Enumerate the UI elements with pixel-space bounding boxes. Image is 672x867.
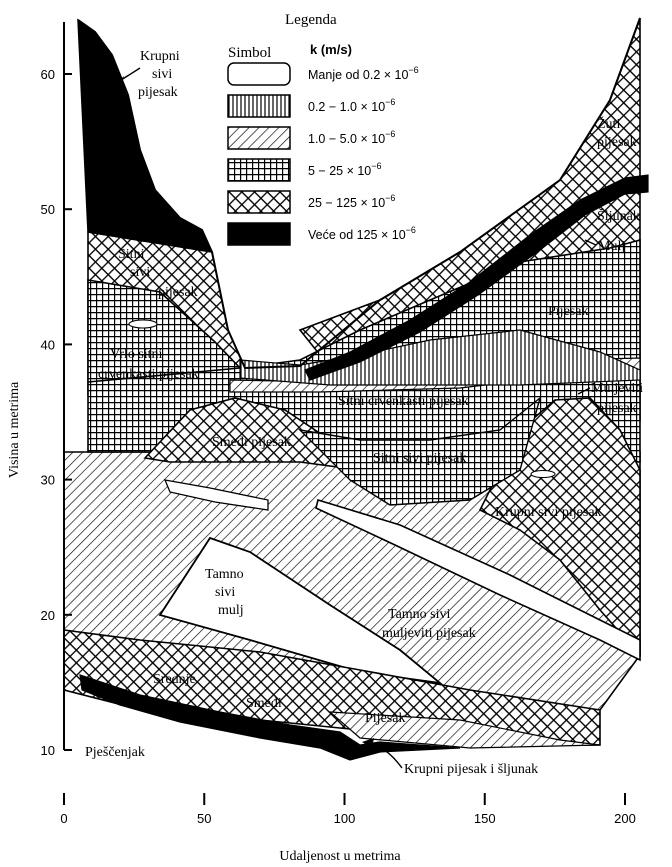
legend: Legenda Simbol k (m/s) Manje od 0.2 × 10… [227,12,419,246]
lens-small-left [128,319,158,329]
label-zuti-2: pijesak [597,135,637,150]
label-pjescenjak: Pješčenjak [85,745,145,760]
label-muljeviti-1: Muljeviti [591,381,643,396]
layer-white-lens [163,479,269,511]
arrowhead-krupni [114,76,124,85]
leader-muljeviti [577,387,591,395]
label-sitni-1: Sitni [118,247,145,262]
layer-sitni-sivi-center [297,396,542,506]
x-axis-title: Udaljenost u metrima [279,849,401,864]
ground-surface [77,17,641,370]
legend-swatch-blank [227,62,291,86]
label-krupni-1: Krupni [140,49,180,64]
label-sitni-3: pijesak [158,285,198,300]
label-tamno-3: mulj [218,603,244,618]
y-tick-label: 40 [41,337,55,352]
layer-black-sljunak [304,174,649,381]
label-vrlo-2: crvenkasti pijesak [98,367,199,382]
legend-title: Legenda [285,12,337,28]
label-tamno-m1: Tamno sivi [388,607,451,622]
label-sitni-sivi-center: Sitni sivi pijesak [373,451,466,466]
layer-white-stripe [315,498,641,662]
label-pijesak-bottom: Pijesak [365,711,405,726]
y-tick-label: 30 [41,473,55,488]
label-zuti-1: Žuti [597,115,620,132]
legend-row-label: Veće od 125 × 10−6 [308,225,416,242]
label-sitni-crvenkasti: Sitni crvenkasti pijesak [338,394,469,409]
label-sljunak: Šljunak [597,207,640,224]
lens-small-right [530,469,556,479]
y-tick-label: 20 [41,608,55,623]
label-krupni-sivi: Krupni sivi pijesak [495,505,602,520]
label-tamno-m2: muljeviti pijesak [382,626,476,641]
legend-swatch-diag [227,126,291,150]
label-pijesak-right: Pijesak [548,304,588,319]
layer-black-bottom [79,674,461,761]
legend-swatch-cross [227,190,291,214]
legend-row-label: Manje od 0.2 × 10−6 [308,65,419,82]
x-tick-label: 200 [614,811,636,826]
legend-swatch-grid [227,158,291,182]
label-muljeviti-2: pijesak [597,401,637,416]
legend-swatch-vlines [227,94,291,118]
label-krupni-sljunak: Krupni pijesak i šljunak [404,762,538,777]
legend-swatch-solid [227,222,291,246]
arrowhead-krupni-sljunak [362,738,374,748]
legend-col-k: k (m/s) [310,42,352,57]
legend-row-label: 25 − 125 × 10−6 [308,193,395,210]
axes: 10 20 30 40 50 60 0 50 100 150 200 Visina u metri… [7,22,636,864]
y-tick-label: 60 [41,67,55,82]
layer-labels: Krupni sivi pijesak Sitni sivi pijesak V… [85,49,643,777]
layer-pijesak-bottom [328,711,601,749]
label-sitni-2: sivi [130,265,150,280]
y-tick-label: 10 [41,743,55,758]
strata-layers [63,17,649,761]
label-krupni-3: pijesak [138,85,178,100]
x-tick-label: 150 [474,811,496,826]
legend-row-label: 1.0 − 5.0 × 10−6 [308,129,395,146]
label-krupni-2: sivi [152,67,172,82]
y-axis-title: Visina u metrima [7,381,22,478]
x-tick-label: 0 [60,811,67,826]
label-smedi: Smeđi [246,696,282,711]
leader-mulj [584,239,597,246]
label-mulj: Mulj [598,239,625,254]
legend-col-symbol: Simbol [228,45,271,61]
label-smedi-pijesak: Smeđi pijesak [212,435,291,450]
legend-row-label: 5 − 25 × 10−6 [308,161,382,178]
x-tick-label: 50 [197,811,211,826]
y-tick-label: 50 [41,202,55,217]
legend-row-label: 0.2 − 1.0 × 10−6 [308,97,395,114]
x-tick-label: 100 [334,811,356,826]
layer-tamno-mulj [158,536,444,685]
label-tamno-1: Tamno [205,567,244,582]
label-leaders [114,67,597,769]
label-tamno-2: sivi [215,585,235,600]
label-vrlo-1: Vrlo sitni [110,347,163,362]
label-srednje: Srednje [153,672,196,687]
